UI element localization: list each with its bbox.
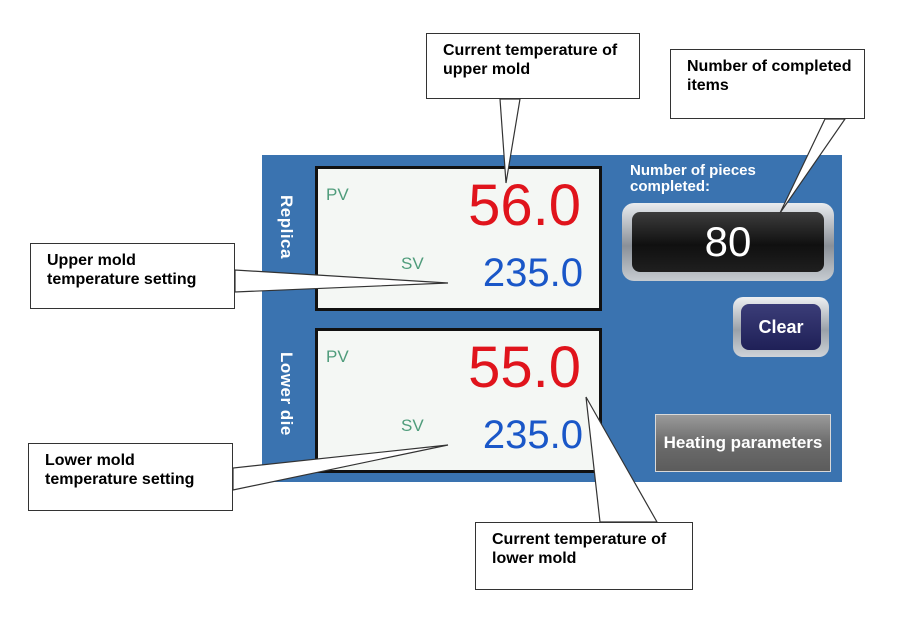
lower-pv-tag: PV: [326, 347, 349, 366]
lower-temperature-display: PV 55.0 SV 235.0: [315, 328, 602, 473]
lower-pv-value: 55.0: [468, 335, 581, 400]
callout-lower-temperature-setting: Lower mold temperature setting: [28, 443, 233, 511]
heating-parameters-button[interactable]: Heating parameters: [655, 414, 831, 472]
upper-sv-value[interactable]: 235.0: [482, 251, 583, 295]
pieces-completed-label: Number of pieces completed:: [630, 162, 756, 195]
lower-sv-value[interactable]: 235.0: [482, 413, 583, 457]
lower-mold-label: Lower die: [277, 352, 296, 436]
upper-temperature-display: PV 56.0 SV 235.0: [315, 166, 602, 311]
callout-completed-items: Number of completed items: [670, 49, 865, 119]
upper-mold-label: Replica: [277, 195, 296, 259]
upper-pv-value: 56.0: [468, 173, 581, 238]
pieces-counter: 80: [622, 203, 834, 281]
lower-sv-tag: SV: [401, 416, 424, 435]
upper-pv-tag: PV: [326, 185, 349, 204]
callout-lower-current-temperature: Current temperature of lower mold: [475, 522, 693, 590]
callout-upper-current-temperature: Current temperature of upper mold: [426, 33, 640, 99]
clear-button-label: Clear: [741, 304, 821, 350]
pieces-counter-value: 80: [632, 212, 824, 272]
upper-sv-tag: SV: [401, 254, 424, 273]
callout-upper-temperature-setting: Upper mold temperature setting: [30, 243, 235, 309]
clear-button[interactable]: Clear: [733, 297, 829, 357]
